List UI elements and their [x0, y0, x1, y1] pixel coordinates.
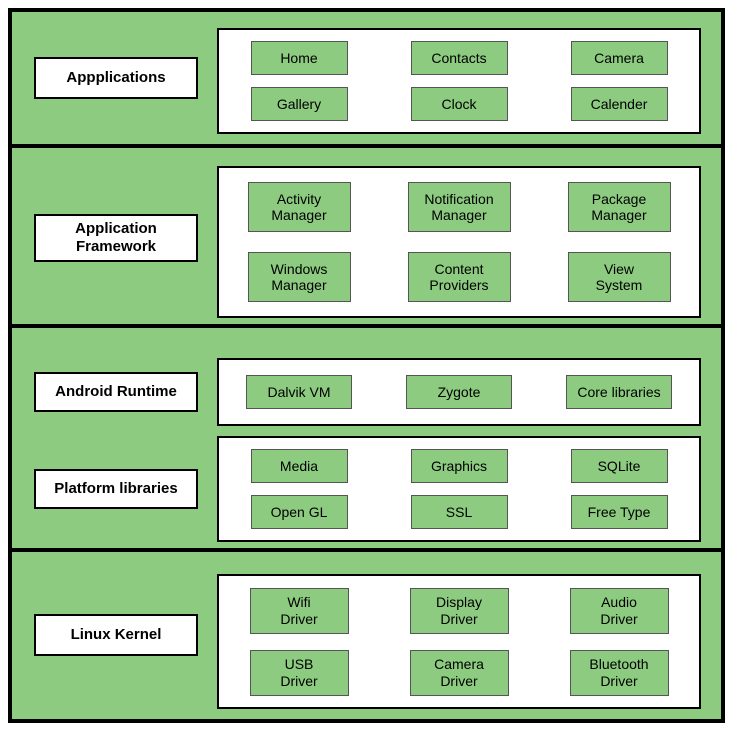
- panel-row: Home Contacts Camera: [219, 35, 699, 81]
- component-windows-manager[interactable]: Windows Manager: [247, 252, 351, 302]
- component-wifi-driver[interactable]: Wifi Driver: [249, 587, 349, 634]
- panel-row: Open GL SSL Free Type: [219, 489, 699, 535]
- component-clock[interactable]: Clock: [410, 87, 508, 121]
- component-gallery[interactable]: Gallery: [250, 87, 348, 121]
- component-bluetooth-driver[interactable]: Bluetooth Driver: [569, 649, 669, 696]
- component-zygote[interactable]: Zygote: [406, 375, 512, 409]
- component-contacts[interactable]: Contacts: [410, 41, 508, 75]
- layer-panel-platform-libraries: Media Graphics SQLite Open GL SSL Free T…: [217, 436, 701, 542]
- diagram-outer-frame: Appplications Home Contacts Camera Galle…: [8, 8, 725, 723]
- component-content-providers[interactable]: Content Providers: [407, 252, 511, 302]
- panel-row: Wifi Driver Display Driver Audio Driver: [219, 580, 699, 642]
- component-usb-driver[interactable]: USB Driver: [249, 649, 349, 696]
- component-camera-driver[interactable]: Camera Driver: [409, 649, 509, 696]
- component-graphics[interactable]: Graphics: [410, 449, 508, 483]
- component-core-libraries[interactable]: Core libraries: [566, 375, 672, 409]
- component-notification-manager[interactable]: Notification Manager: [407, 182, 511, 232]
- component-home[interactable]: Home: [250, 41, 348, 75]
- layer-label-linux-kernel: Linux Kernel: [34, 614, 198, 656]
- component-activity-manager[interactable]: Activity Manager: [247, 182, 351, 232]
- layer-label-applications: Appplications: [34, 57, 198, 99]
- panel-row: USB Driver Camera Driver Bluetooth Drive…: [219, 642, 699, 704]
- component-media[interactable]: Media: [250, 449, 348, 483]
- component-open-gl[interactable]: Open GL: [250, 495, 348, 529]
- component-free-type[interactable]: Free Type: [570, 495, 668, 529]
- component-dalvik-vm[interactable]: Dalvik VM: [246, 375, 352, 409]
- layer-panel-applications: Home Contacts Camera Gallery Clock Calen…: [217, 28, 701, 134]
- layer-label-platform-libraries: Platform libraries: [34, 469, 198, 509]
- panel-row: Media Graphics SQLite: [219, 443, 699, 489]
- component-calender[interactable]: Calender: [570, 87, 668, 121]
- component-ssl[interactable]: SSL: [410, 495, 508, 529]
- layer-panel-linux-kernel: Wifi Driver Display Driver Audio Driver …: [217, 574, 701, 709]
- layer-label-android-runtime: Android Runtime: [34, 372, 198, 412]
- panel-row: Dalvik VM Zygote Core libraries: [219, 360, 699, 424]
- layer-label-application-framework: Application Framework: [34, 214, 198, 262]
- component-view-system[interactable]: View System: [567, 252, 671, 302]
- component-package-manager[interactable]: Package Manager: [567, 182, 671, 232]
- component-display-driver[interactable]: Display Driver: [409, 587, 509, 634]
- component-camera[interactable]: Camera: [570, 41, 668, 75]
- layer-panel-application-framework: Activity Manager Notification Manager Pa…: [217, 166, 701, 318]
- layer-panel-android-runtime: Dalvik VM Zygote Core libraries: [217, 358, 701, 426]
- panel-row: Windows Manager Content Providers View S…: [219, 242, 699, 312]
- component-audio-driver[interactable]: Audio Driver: [569, 587, 669, 634]
- panel-row: Gallery Clock Calender: [219, 81, 699, 127]
- component-sqlite[interactable]: SQLite: [570, 449, 668, 483]
- panel-row: Activity Manager Notification Manager Pa…: [219, 172, 699, 242]
